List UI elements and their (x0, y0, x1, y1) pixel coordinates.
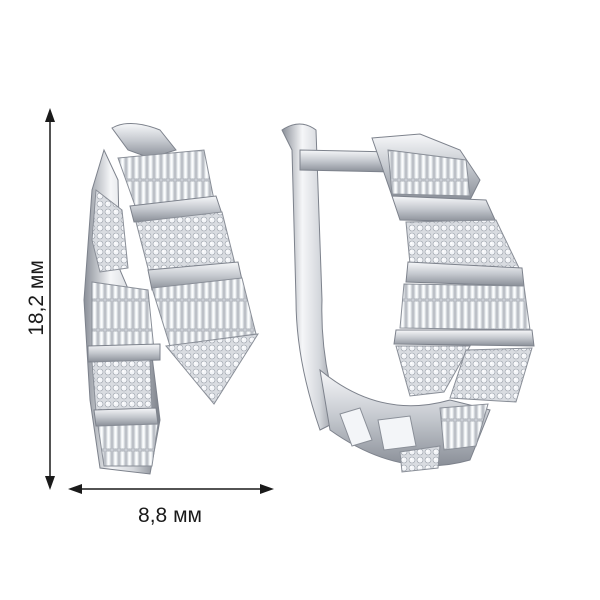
height-dimension (45, 108, 55, 490)
earring-front-view (281, 123, 535, 473)
height-dimension-label: 18,2 мм (25, 260, 48, 336)
earring-side-view (83, 123, 259, 475)
width-dimension (68, 484, 274, 494)
width-dimension-label: 8,8 мм (138, 504, 202, 527)
